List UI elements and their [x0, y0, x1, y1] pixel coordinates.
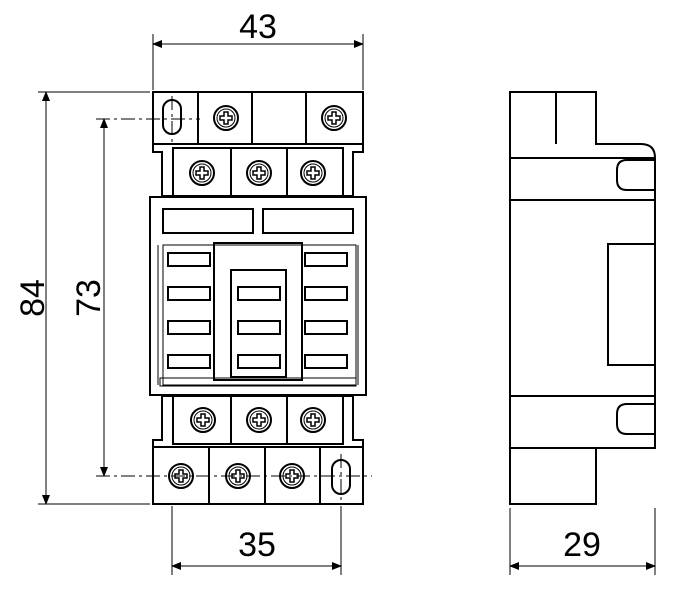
screw-terminal-icon — [321, 105, 347, 131]
dim-side-depth — [509, 508, 656, 575]
dim-label-overall-height: 84 — [14, 279, 52, 317]
dim-overall-height — [38, 91, 150, 505]
side-view — [509, 91, 656, 505]
screw-terminal-icon — [190, 407, 216, 433]
dim-label-top-width: 43 — [239, 8, 277, 46]
contact-slots — [167, 252, 348, 369]
dim-label-bottom-width: 35 — [238, 526, 276, 564]
dim-label-side-depth: 29 — [563, 526, 601, 564]
dim-bottom-width — [171, 506, 342, 575]
dim-label-mount-pitch: 73 — [70, 279, 108, 317]
socket-body — [149, 196, 367, 396]
screw-terminal-icon — [246, 160, 272, 186]
screw-terminal-icon — [246, 407, 272, 433]
screw-terminal-icon — [300, 160, 326, 186]
dim-top-width — [152, 34, 364, 90]
top-terminal-block — [152, 91, 364, 145]
screw-terminal-icon — [213, 105, 239, 131]
screw-terminal-icon — [300, 407, 326, 433]
front-view — [96, 91, 372, 505]
screw-terminal-icon — [189, 160, 215, 186]
